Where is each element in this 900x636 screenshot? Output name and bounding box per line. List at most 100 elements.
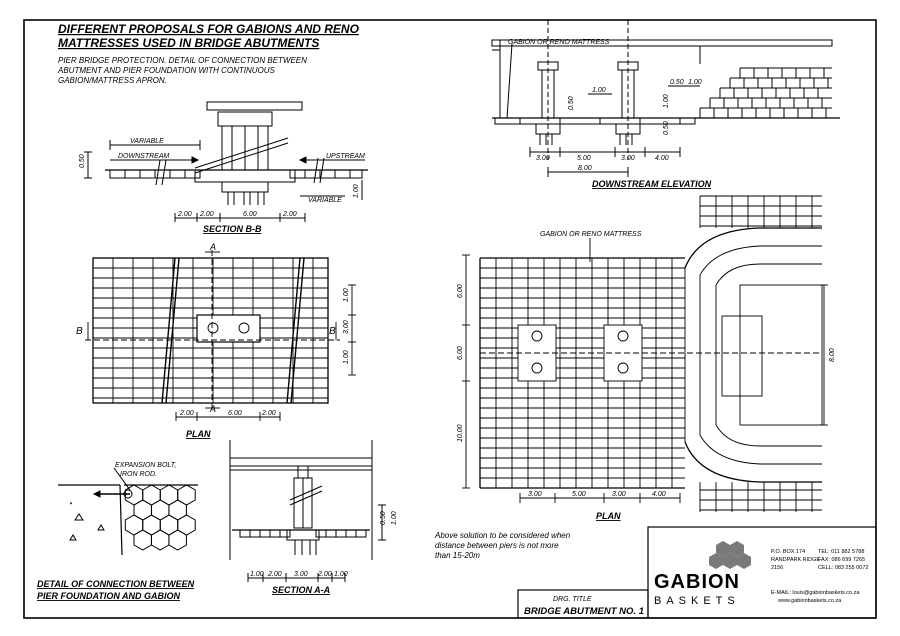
elev-dim-3: 3.00 bbox=[621, 155, 635, 162]
bb-variable-top: VARIABLE bbox=[130, 138, 164, 145]
plan-a-marker-bottom: A bbox=[209, 404, 216, 414]
section-aa-labels: 1.00 2.00 3.00 2.00 1.00 0.50 1.00 SECTI… bbox=[250, 511, 398, 595]
bb-dim-3: 6.00 bbox=[243, 211, 257, 218]
elev-dim-top-1: 0.50 bbox=[670, 79, 684, 86]
plan-right-mattress-label: GABION OR RENO MATTRESS bbox=[540, 231, 642, 238]
plan-right-title: PLAN bbox=[596, 511, 621, 521]
brand-subtitle: BASKETS bbox=[654, 595, 740, 607]
plan-right-ldim-1: 6.00 bbox=[457, 284, 464, 298]
section-aa bbox=[229, 440, 386, 582]
title-block bbox=[517, 526, 877, 619]
bb-variable-right: VARIABLE bbox=[308, 197, 342, 204]
plan-left-labels: A A B B 2.00 6.00 2.00 1.00 3.00 1.00 PL… bbox=[76, 242, 350, 439]
elevation-labels: GABION OR RENO MATTRESS 3.00 5.00 3.00 4… bbox=[508, 39, 712, 189]
brand-wordmark: GABION bbox=[654, 571, 740, 593]
elev-dim-total: 8.00 bbox=[578, 165, 592, 172]
aa-dim-2: 2.00 bbox=[267, 571, 282, 578]
drg-title-label: DRG. TITLE bbox=[553, 596, 592, 603]
bb-dim-1: 2.00 bbox=[177, 211, 192, 218]
bb-downstream: DOWNSTREAM bbox=[118, 153, 170, 160]
connection-detail: · bbox=[58, 467, 198, 556]
bb-upstream: UPSTREAM bbox=[326, 153, 365, 160]
aa-dim-4: 2.00 bbox=[317, 571, 332, 578]
section-bb-labels: VARIABLE DOWNSTREAM UPSTREAM VARIABLE 0.… bbox=[79, 138, 365, 234]
note-line-1: Above solution to be considered when bbox=[434, 531, 571, 540]
detail-label-2: IRON ROD. bbox=[120, 471, 157, 478]
plan-right-ldim-3: 10.00 bbox=[457, 424, 464, 442]
design-note: Above solution to be considered when dis… bbox=[434, 531, 571, 560]
plan-left-rdim-1: 1.00 bbox=[343, 288, 350, 302]
plan-left-rdim-2: 3.00 bbox=[343, 320, 350, 334]
plan-a-marker-top: A bbox=[209, 242, 216, 252]
concrete-hatch-mark: · bbox=[70, 501, 72, 507]
plan-b-marker-right: B bbox=[329, 326, 336, 337]
sheet-title: DIFFERENT PROPOSALS FOR GABIONS AND RENO… bbox=[58, 22, 360, 50]
sheet-title-line-2: MATTRESSES USED IN BRIDGE ABUTMENTS bbox=[58, 36, 319, 50]
downstream-elevation bbox=[491, 20, 840, 177]
detail-title-2: PIER FOUNDATION AND GABION bbox=[37, 591, 180, 601]
plan-left bbox=[85, 250, 356, 421]
plan-right-dim-2: 5.00 bbox=[572, 491, 586, 498]
gabion-logo-mark bbox=[709, 541, 751, 569]
elev-dim-2: 5.00 bbox=[577, 155, 591, 162]
description-line-2: ABUTMENT AND PIER FOUNDATION WITH CONTIN… bbox=[57, 66, 276, 75]
aa-dim-5: 1.00 bbox=[334, 571, 348, 578]
description: PIER BRIDGE PROTECTION. DETAIL OF CONNEC… bbox=[57, 56, 307, 85]
plan-left-rdim-3: 1.00 bbox=[343, 350, 350, 364]
plan-left-title: PLAN bbox=[186, 429, 211, 439]
title-block-text: DRG. TITLE BRIDGE ABUTMENT NO. 1 GABION … bbox=[524, 541, 868, 617]
address-line-2: RANDPARK RIDGE bbox=[771, 557, 820, 563]
aa-rdim-2: 1.00 bbox=[391, 511, 398, 525]
elev-dim-abut: 1.00 bbox=[663, 94, 670, 108]
aa-dim-3: 3.00 bbox=[294, 571, 308, 578]
plan-right-dim-4: 4.00 bbox=[652, 491, 666, 498]
plan-right-dim-3: 3.00 bbox=[612, 491, 626, 498]
plan-right-rdim: 8.00 bbox=[829, 348, 836, 362]
plan-right-mattress-grid bbox=[479, 195, 822, 512]
plan-b-marker-left: B bbox=[76, 326, 83, 337]
address-line-1: P.O. BOX 174 bbox=[771, 549, 805, 555]
sheet-title-line-1: DIFFERENT PROPOSALS FOR GABIONS AND RENO bbox=[58, 22, 360, 36]
plan-left-dim-3: 2.00 bbox=[261, 410, 276, 417]
note-line-2: distance between piers is not more bbox=[435, 541, 559, 550]
detail-title-1: DETAIL OF CONNECTION BETWEEN bbox=[37, 579, 195, 589]
elev-dim-1: 3.00 bbox=[536, 155, 550, 162]
plan-left-dim-1: 2.00 bbox=[179, 410, 194, 417]
elevation-title: DOWNSTREAM ELEVATION bbox=[592, 179, 712, 189]
plan-right-dim-1: 3.00 bbox=[528, 491, 542, 498]
plan-right-labels: GABION OR RENO MATTRESS 6.00 6.00 10.00 … bbox=[457, 231, 836, 521]
elev-dim-left: 0.50 bbox=[568, 96, 575, 110]
section-bb bbox=[84, 101, 368, 222]
address-line-3: 2156 bbox=[771, 565, 783, 571]
abutment-stepped-gabions bbox=[699, 67, 832, 119]
description-line-1: PIER BRIDGE PROTECTION. DETAIL OF CONNEC… bbox=[58, 56, 307, 65]
plan-left-mattress-grid bbox=[93, 258, 328, 403]
phone-cell: CELL: 083 255 0072 bbox=[818, 565, 868, 571]
connection-detail-labels: EXPANSION BOLT, IRON ROD. DETAIL OF CONN… bbox=[37, 462, 195, 601]
section-bb-title: SECTION B-B bbox=[203, 224, 262, 234]
drawing-name: BRIDGE ABUTMENT NO. 1 bbox=[524, 606, 644, 617]
bb-dim-right: 1.00 bbox=[353, 184, 360, 198]
aa-dim-1: 1.00 bbox=[250, 571, 264, 578]
plan-right-ldim-2: 6.00 bbox=[457, 346, 464, 360]
section-aa-title: SECTION A-A bbox=[272, 585, 330, 595]
bb-dim-left: 0.50 bbox=[79, 154, 86, 168]
note-line-3: than 15-20m bbox=[435, 551, 480, 560]
detail-label-1: EXPANSION BOLT, bbox=[115, 462, 176, 469]
description-line-3: GABION/MATTRESS APRON. bbox=[58, 76, 167, 85]
elev-dim-4: 4.00 bbox=[655, 155, 669, 162]
website: www.gabionbaskets.co.za bbox=[777, 598, 842, 604]
elevation-mattress-label: GABION OR RENO MATTRESS bbox=[508, 39, 610, 46]
email-address: E-MAIL: louis@gabionbaskets.co.za bbox=[771, 590, 860, 596]
gabion-hex-mesh bbox=[124, 484, 198, 551]
sheet-border bbox=[23, 19, 877, 619]
phone-tel: TEL: 011 882 5788 bbox=[818, 549, 864, 555]
bb-dim-2: 2.00 bbox=[199, 211, 214, 218]
phone-fax: FAX: 086 699 7265 bbox=[818, 557, 865, 563]
elev-dim-mid: 1.00 bbox=[592, 87, 606, 94]
bb-dim-4: 2.00 bbox=[282, 211, 297, 218]
plan-right bbox=[462, 195, 828, 512]
aa-rdim-1: 0.50 bbox=[380, 511, 387, 525]
plan-left-dim-2: 6.00 bbox=[228, 410, 242, 417]
